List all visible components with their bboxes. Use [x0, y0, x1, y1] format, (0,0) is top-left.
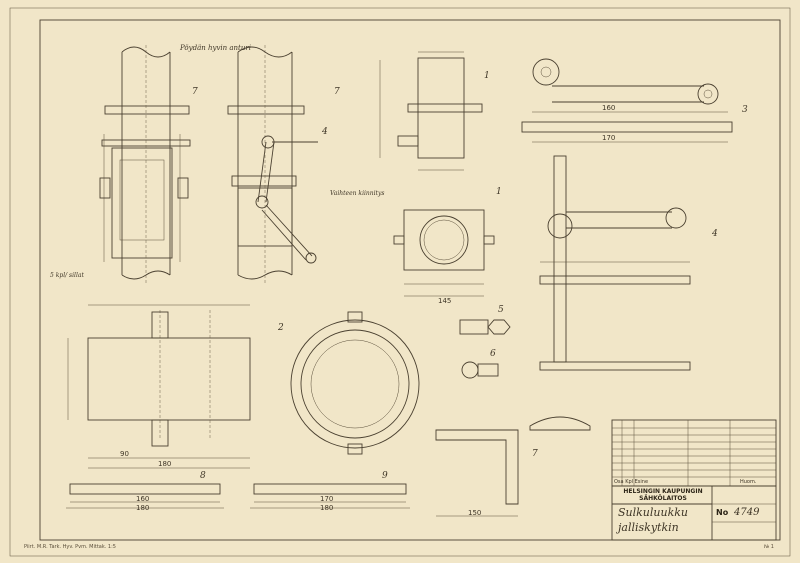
drawing-title-1: Sulkuluukku: [618, 506, 688, 519]
title-footer-left: Osa Kpl Esine: [614, 479, 649, 485]
outer-border: [9, 7, 791, 557]
part-label-3: 3: [742, 105, 748, 115]
view-tank-elevation: [67, 304, 251, 469]
part-label-8: 8: [200, 471, 206, 481]
left-note: 5 kpl/ sillat: [50, 272, 84, 279]
title-footer-right: Huom.: [740, 479, 757, 485]
org-line-2: SÄHKÖLAITOS: [639, 495, 687, 502]
view-ring: [290, 311, 420, 455]
view-detail-6: [461, 361, 499, 379]
org-line-1: HELSINGIN KAUPUNGIN: [623, 488, 703, 495]
part-label-4b: 4: [711, 229, 718, 239]
part-label-7a: 7: [192, 87, 198, 97]
view-bracket: [435, 416, 591, 517]
inner-border: [39, 19, 781, 541]
title-block-frame: [611, 485, 777, 541]
part-label-5: 5: [498, 305, 504, 315]
dim-tank-width: 180: [158, 460, 172, 468]
part-label-7b: 7: [334, 87, 340, 97]
part-number-labels: 7 7 1 1 2 3 4 4 5 6 7 8 9: [192, 71, 748, 481]
view-section-top: [379, 51, 483, 171]
dim-small-bracket: 150: [468, 509, 482, 517]
part-label-6: 6: [490, 349, 496, 359]
part-label-9: 9: [382, 471, 388, 481]
dim-tank-half: 90: [120, 450, 129, 458]
part-label-1b: 1: [496, 187, 502, 197]
dim-plate-right-inner: 170: [320, 495, 334, 503]
dim-plate-left-inner: 160: [136, 495, 150, 503]
drawing-number-label: No: [716, 508, 729, 517]
bottom-strip-note: Piirt. M.R. Tark. Hyv. Pvm. Mittak. 1:5: [24, 544, 116, 550]
view-pipe-front: [99, 45, 191, 285]
corner-mark: № 1: [764, 544, 774, 550]
section-note: Vaihteen kiinnitys: [330, 190, 385, 197]
view-detail-5: [459, 319, 511, 335]
drawing-title-2: jalliskytkin: [618, 521, 679, 534]
drawing-number-value: 4749: [734, 507, 760, 518]
parts-list-table: [611, 419, 777, 487]
view-flange-plan: [393, 209, 495, 297]
part-label-7c: 7: [532, 449, 538, 459]
dim-flange-width: 145: [438, 297, 452, 305]
part-label-4a: 4: [321, 127, 328, 137]
top-center-note: Pöydän hyvin anturi: [180, 44, 251, 52]
dim-arm-length-2: 170: [602, 134, 616, 142]
dim-arm-length: 160: [602, 104, 616, 112]
view-pipe-side: [227, 45, 318, 285]
dim-plate-left-total: 180: [136, 504, 150, 512]
view-flat-bars: [66, 483, 410, 509]
dim-plate-right-total: 180: [320, 504, 334, 512]
view-lever-arms: [521, 58, 733, 371]
part-label-1a: 1: [484, 71, 490, 81]
part-label-2: 2: [277, 323, 284, 333]
